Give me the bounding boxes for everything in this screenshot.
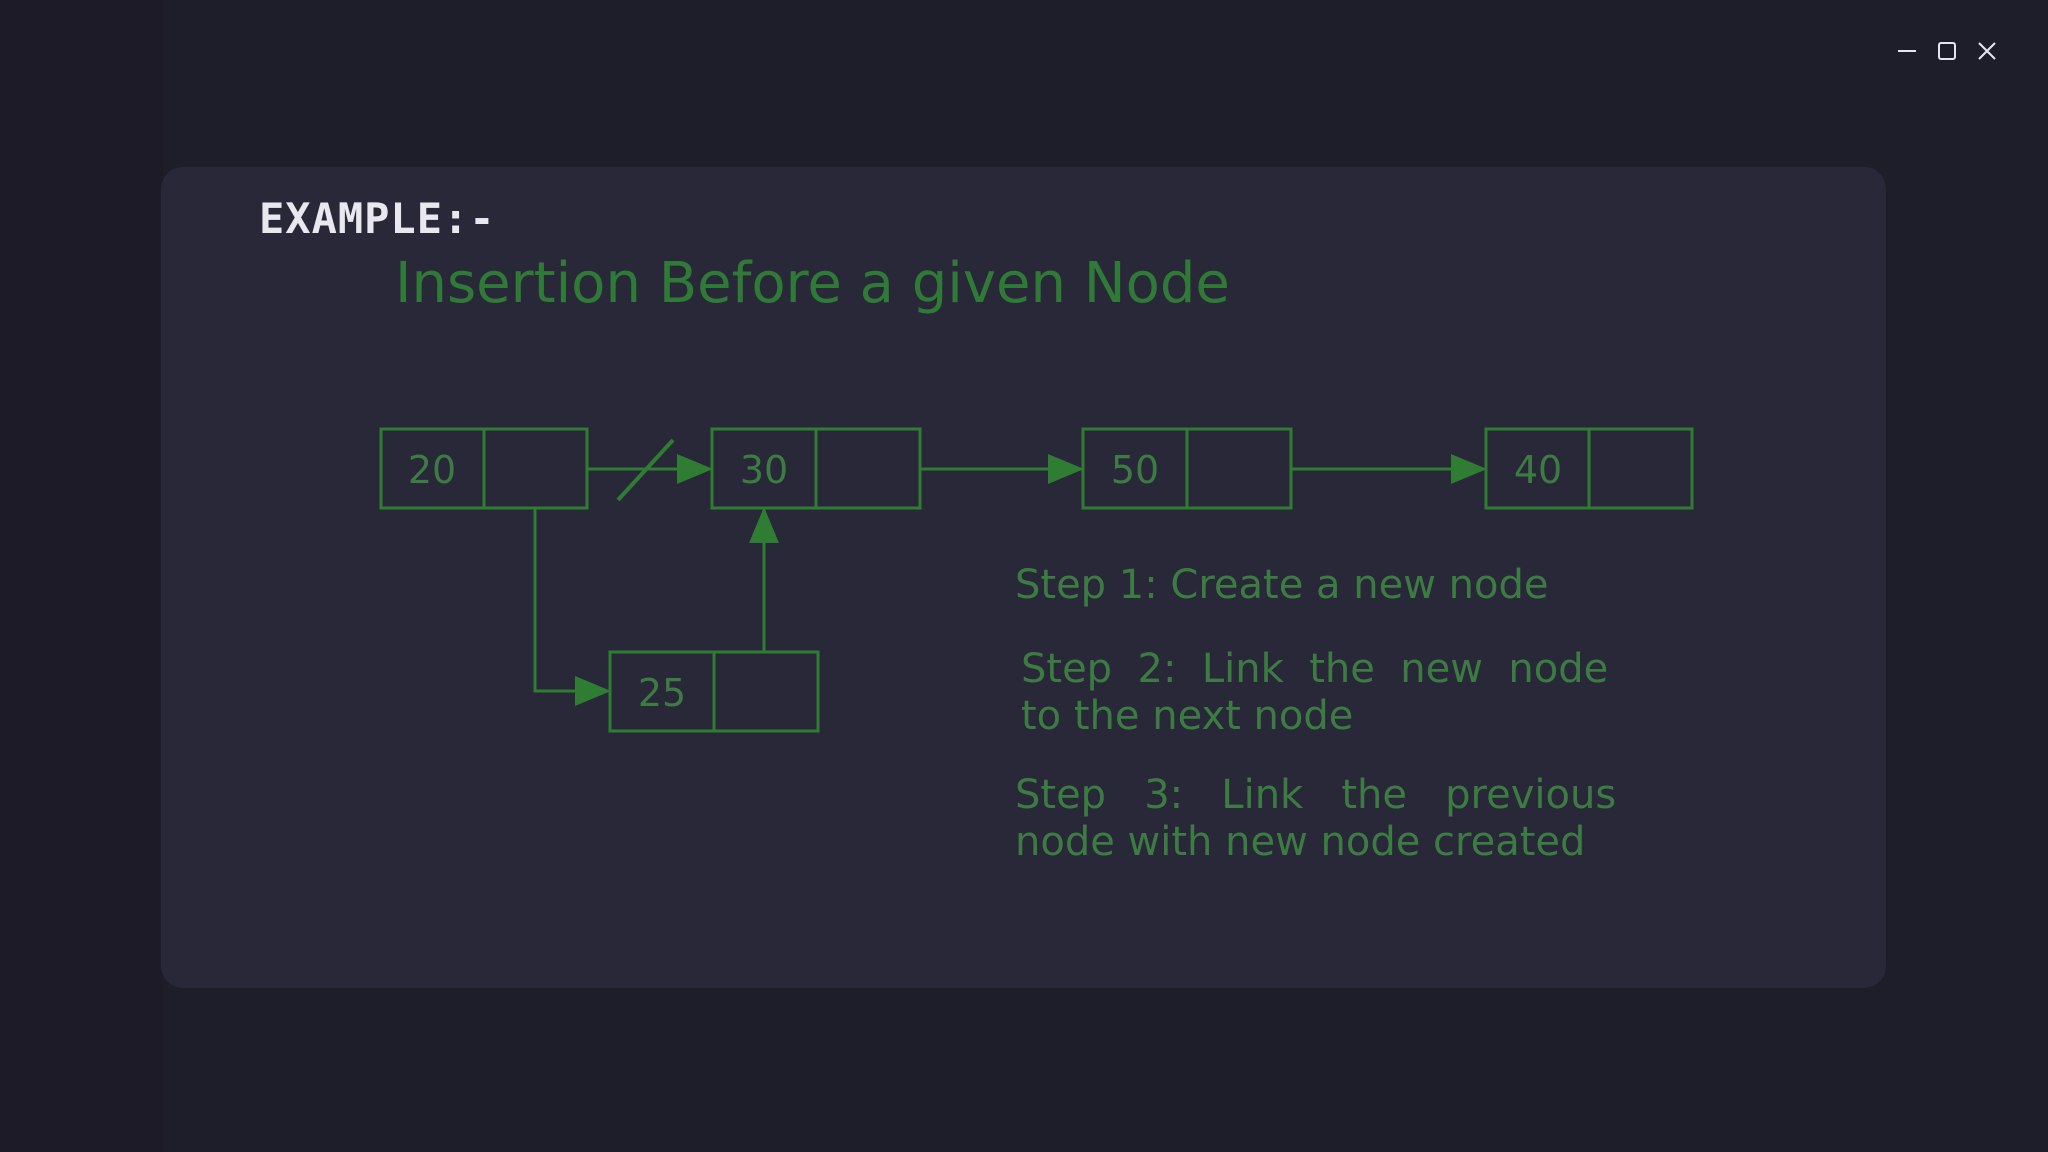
node-30: 30 xyxy=(710,427,922,510)
node-25-value: 25 xyxy=(638,671,686,715)
node-40-value: 40 xyxy=(1514,448,1562,492)
node-25: 25 xyxy=(608,650,820,733)
slide-heading: EXAMPLE:- xyxy=(259,194,496,243)
link-cut-mark xyxy=(616,438,675,502)
step-3-line-1: Step 3: Link the previous xyxy=(1015,772,1616,818)
left-margin-band xyxy=(0,0,163,1152)
window-controls xyxy=(1896,40,1998,62)
step-1-text: Step 1: Create a new node xyxy=(1015,562,1549,608)
minimize-icon[interactable] xyxy=(1896,40,1918,62)
node-50-value: 50 xyxy=(1111,448,1159,492)
step-3-line-2: node with new node created xyxy=(1015,819,1585,865)
maximize-icon[interactable] xyxy=(1936,40,1958,62)
link-20-25 xyxy=(533,508,611,706)
node-50: 50 xyxy=(1081,427,1293,510)
node-20: 20 xyxy=(379,427,589,510)
diagram-title: Insertion Before a given Node xyxy=(395,251,1230,316)
node-30-value: 30 xyxy=(740,448,788,492)
step-2-line-1: Step 2: Link the new node xyxy=(1021,646,1608,692)
content-card xyxy=(161,167,1886,988)
close-icon[interactable] xyxy=(1976,40,1998,62)
step-2-line-2: to the next node xyxy=(1021,693,1353,739)
node-20-value: 20 xyxy=(408,448,456,492)
node-40: 40 xyxy=(1484,427,1694,510)
